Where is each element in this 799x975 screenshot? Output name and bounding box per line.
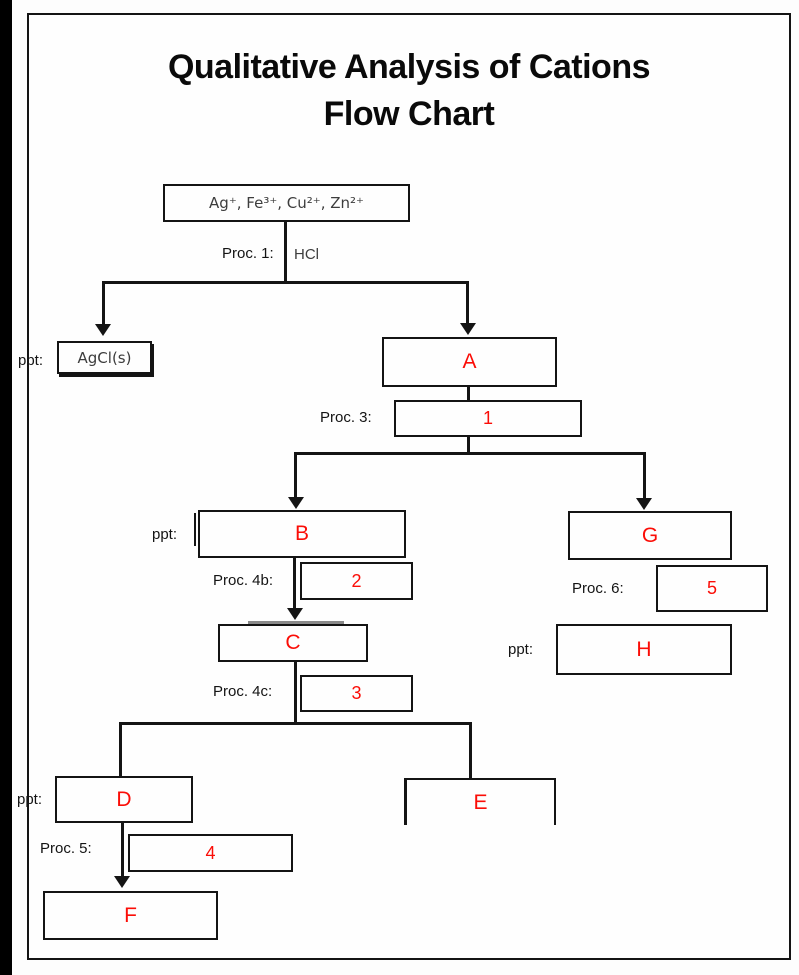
node-blank-4-label: 4 [205,842,216,863]
proc6-label: Proc. 6: [572,580,624,597]
page-title-line1: Qualitative Analysis of Cations [167,48,651,86]
connector-a-to-proc3 [467,387,470,400]
node-blank-4: 4 [128,834,293,872]
node-blank-1: 1 [394,400,582,437]
node-h-label: H [636,637,652,661]
connector-split3-right-drop [469,722,472,779]
page-title-line2: Flow Chart [323,94,495,133]
connector-proc3-down [467,437,470,454]
connector-d-to-f [121,823,124,877]
connector-split2-left-drop [294,452,297,498]
node-f-label: F [124,903,137,927]
arrowhead-to-b-icon [288,497,304,509]
box-c-top-smudge-artifact [248,621,344,625]
node-d: D [55,776,193,823]
arrowhead-to-f-icon [114,876,130,888]
box-b-left-tick-artifact [194,513,196,546]
connector-split2-right-drop [643,452,646,499]
proc3-label: Proc. 3: [320,409,372,426]
ppt-label-h: ppt: [508,641,534,658]
node-d-label: D [116,787,132,811]
connector-split1-right-drop [466,281,469,325]
node-g-label: G [641,523,659,547]
connector-split1-left-drop [102,281,105,326]
connector-b-to-c [293,558,296,608]
connector-split3-horizontal [119,722,472,725]
node-blank-3: 3 [300,675,413,712]
arrowhead-to-agcl-icon [95,324,111,336]
connector-split1-horizontal [102,281,469,284]
node-blank-5-label: 5 [706,578,717,598]
node-b: B [198,510,406,558]
node-blank-3-label: 3 [351,683,362,703]
node-blank-1-label: 1 [482,408,493,428]
ppt-label-b: ppt: [152,526,178,543]
arrowhead-to-g-icon [636,498,652,510]
node-c-label: C [285,631,301,654]
connector-c-down [294,662,297,723]
node-a: A [382,337,557,387]
start-cations-label: Ag⁺, Fe³⁺, Cu²⁺, Zn²⁺ [209,194,364,212]
node-a-label: A [462,350,477,373]
node-blank-2-label: 2 [351,570,362,591]
node-f: F [43,891,218,940]
proc5-label: Proc. 5: [40,840,92,857]
node-h: H [556,624,732,675]
proc1-label: Proc. 1: [222,245,274,262]
ppt-label-d: ppt: [17,791,43,808]
connector-split3-left-drop [119,722,122,777]
ppt-label-agcl: ppt: [18,352,44,369]
node-g: G [568,511,732,560]
node-e: E [404,778,556,825]
node-b-label: B [294,522,309,545]
proc4c-label: Proc. 4c: [213,683,273,700]
node-blank-2: 2 [300,562,413,600]
node-e-label: E [473,790,488,814]
connector-start-down [284,222,287,282]
proc4b-label: Proc. 4b: [213,572,274,589]
scan-edge-bar [0,0,12,975]
connector-split2-horizontal [294,452,646,455]
arrowhead-to-a-icon [460,323,476,335]
proc1-reagent-label: HCl [294,246,319,263]
agcl-label: AgCl(s) [77,348,132,367]
node-c: C [218,624,368,662]
node-agcl-precipitate: AgCl(s) [57,341,152,374]
node-start-cations: Ag⁺, Fe³⁺, Cu²⁺, Zn²⁺ [163,184,410,222]
arrowhead-to-c-icon [287,608,303,620]
page-title: Qualitative Analysis of Cations Flow Cha… [27,44,791,138]
node-blank-5: 5 [656,565,768,612]
